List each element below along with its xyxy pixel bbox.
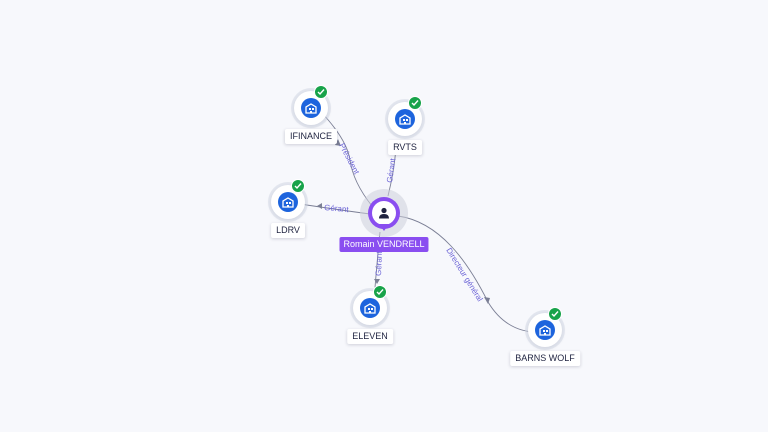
person-pin[interactable] (368, 197, 400, 231)
company-label-barns-wolf[interactable]: BARNS WOLF (510, 351, 580, 366)
person-label[interactable]: Romain VENDRELL (339, 237, 429, 252)
company-node-circle[interactable] (294, 85, 328, 125)
verified-check-icon (291, 179, 305, 193)
edge-label-barns: Directeur général (444, 246, 484, 303)
edge-ifinance: Président (321, 112, 373, 207)
company-label-rvts[interactable]: RVTS (388, 140, 422, 155)
edge-barns: Directeur général (397, 215, 545, 333)
company-label-ldrv[interactable]: LDRV (271, 223, 305, 238)
company-node-circle[interactable] (528, 307, 562, 347)
edge-label-eleven: Gérant (374, 251, 384, 277)
company-building-icon (301, 98, 321, 118)
verified-check-icon (408, 96, 422, 110)
company-building-icon (278, 192, 298, 212)
company-node-circle[interactable] (353, 285, 387, 325)
company-building-icon (535, 320, 555, 340)
edge-label-ldrv: Gérant (324, 203, 350, 214)
company-node-circle[interactable] (388, 96, 422, 136)
company-node-circle[interactable] (271, 179, 305, 219)
person-icon (372, 201, 396, 225)
company-label-ifinance[interactable]: IFINANCE (284, 129, 338, 144)
verified-check-icon (548, 307, 562, 321)
company-building-icon (395, 109, 415, 129)
edge-label-rvts: Gérant (385, 157, 397, 183)
company-label-eleven[interactable]: ELEVEN (347, 329, 393, 344)
edge-label-ifinance: Président (337, 142, 361, 177)
verified-check-icon (314, 85, 328, 99)
company-building-icon (360, 298, 380, 318)
verified-check-icon (373, 285, 387, 299)
